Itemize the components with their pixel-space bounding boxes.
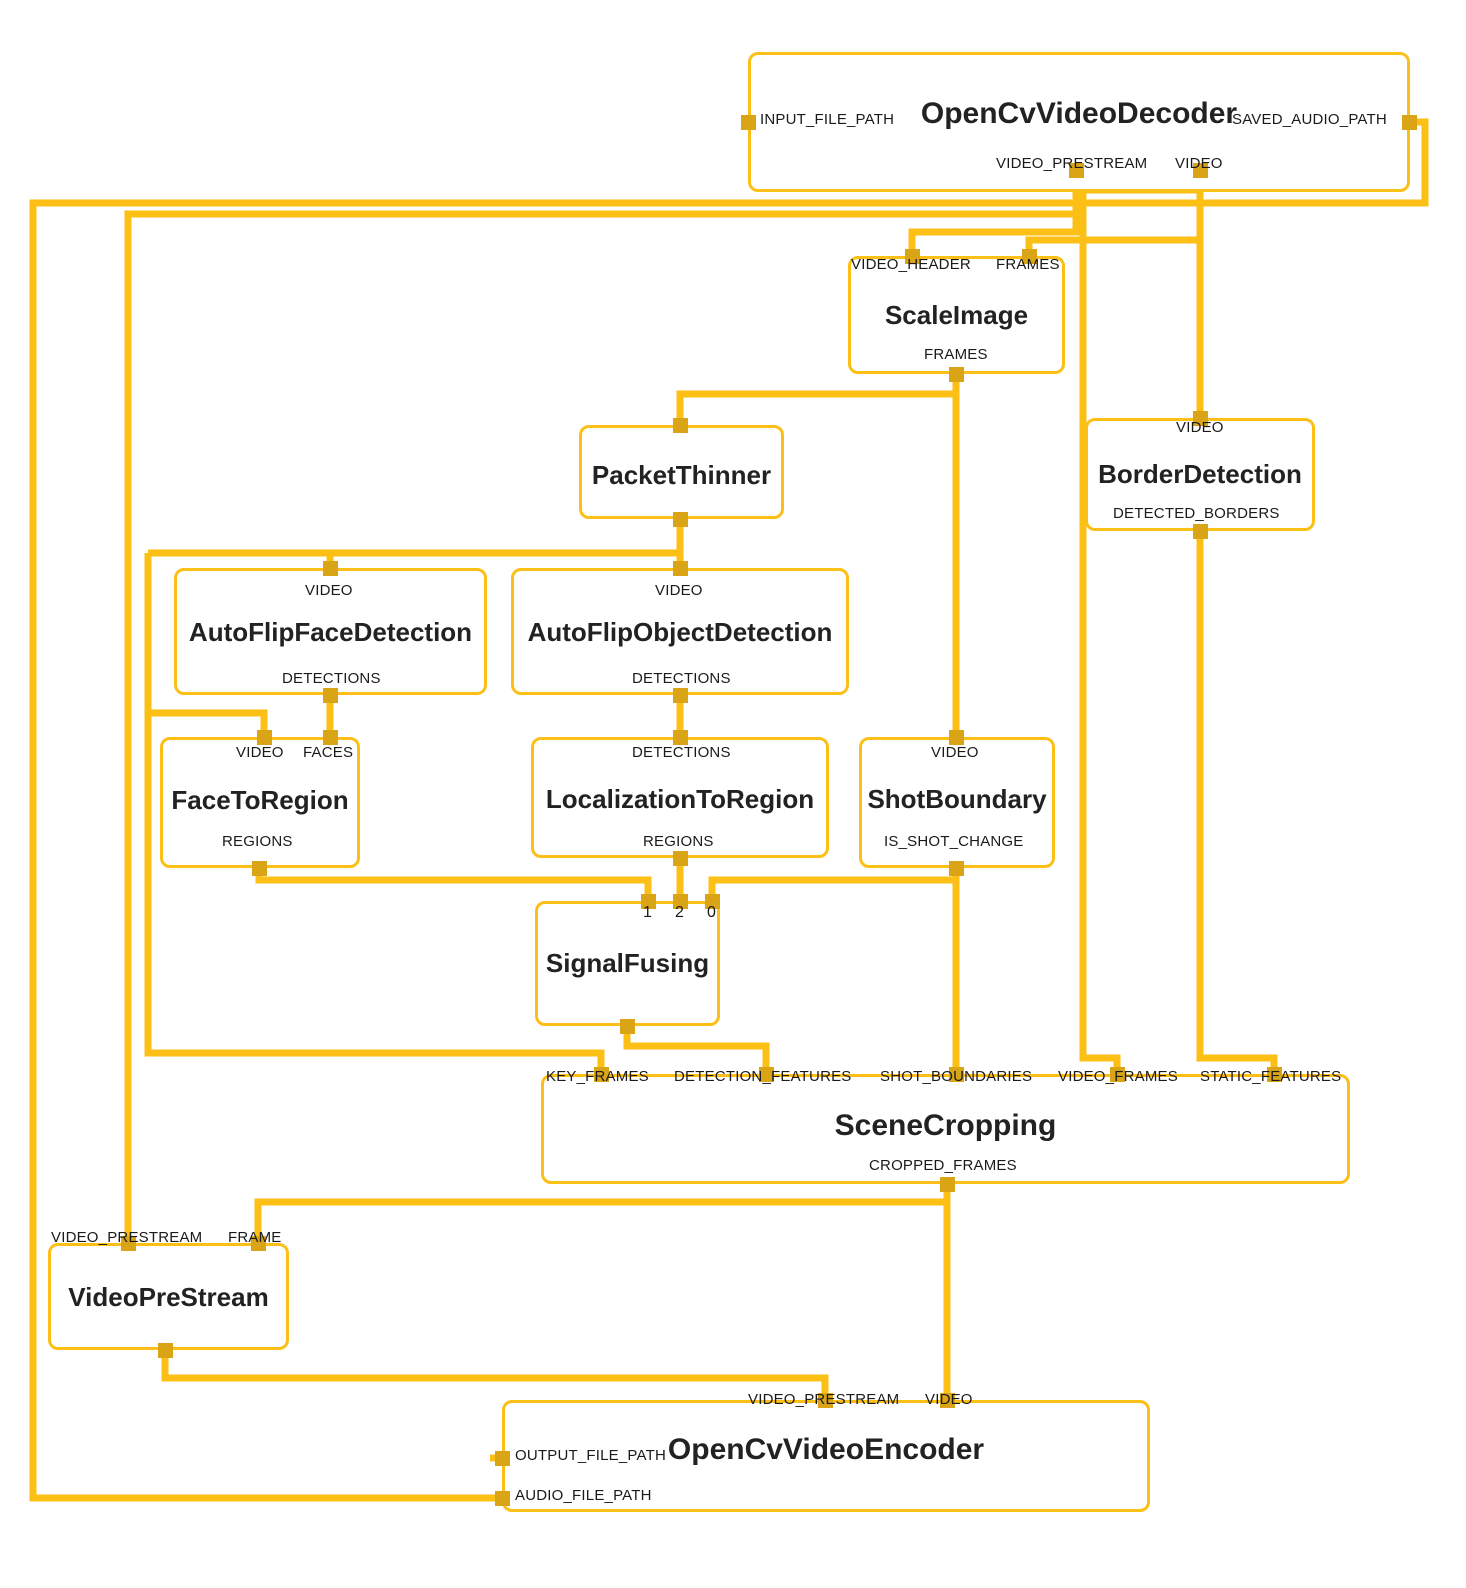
- port-scale-image-video-header[interactable]: [905, 249, 920, 264]
- node-autoflip-object-detection[interactable]: AutoFlipObjectDetection: [511, 568, 849, 695]
- node-autoflip-face-detection[interactable]: AutoFlipFaceDetection: [174, 568, 487, 695]
- node-title: AutoFlipFaceDetection: [188, 617, 473, 647]
- port-label-face-detection-video: VIDEO: [305, 582, 353, 599]
- node-title: SceneCropping: [834, 1109, 1057, 1142]
- port-scale-image-frames-out[interactable]: [949, 367, 964, 382]
- port-decoder-video[interactable]: [1193, 163, 1208, 178]
- port-label-input-file-path: INPUT_FILE_PATH: [760, 111, 895, 128]
- port-label-is-shot-change: IS_SHOT_CHANGE: [884, 833, 1024, 850]
- port-signal-fusing-1[interactable]: [641, 894, 656, 909]
- node-title: ScaleImage: [884, 300, 1029, 330]
- port-face-detection-detections[interactable]: [323, 688, 338, 703]
- node-scale-image[interactable]: ScaleImage: [848, 256, 1065, 374]
- port-input-file-path[interactable]: [741, 115, 756, 130]
- node-shot-boundary[interactable]: ShotBoundary: [859, 737, 1055, 868]
- port-shot-boundary-video[interactable]: [949, 730, 964, 745]
- node-title: SignalFusing: [545, 948, 710, 978]
- port-label-audio-file-path: AUDIO_FILE_PATH: [515, 1487, 652, 1504]
- port-label-decoder-video: VIDEO: [1175, 155, 1223, 172]
- port-label-saved-audio-path: SAVED_AUDIO_PATH: [1232, 111, 1387, 128]
- port-label-encoder-video: VIDEO: [925, 1391, 973, 1408]
- port-label-localization-detections: DETECTIONS: [632, 744, 731, 761]
- port-label-object-detection-detections: DETECTIONS: [632, 670, 731, 687]
- port-packet-thinner-out[interactable]: [673, 512, 688, 527]
- port-label-face-to-region-video: VIDEO: [236, 744, 284, 761]
- port-decoder-video-prestream[interactable]: [1069, 163, 1084, 178]
- port-label-localization-regions: REGIONS: [643, 833, 714, 850]
- port-label-object-detection-video: VIDEO: [655, 582, 703, 599]
- port-encoder-video-prestream[interactable]: [818, 1393, 833, 1408]
- node-title: LocalizationToRegion: [545, 784, 815, 814]
- node-packet-thinner[interactable]: PacketThinner: [579, 425, 784, 519]
- node-scene-cropping[interactable]: SceneCropping: [541, 1074, 1350, 1184]
- node-title: VideoPreStream: [68, 1282, 269, 1312]
- port-face-detection-video[interactable]: [323, 561, 338, 576]
- node-signal-fusing[interactable]: SignalFusing: [535, 901, 720, 1026]
- port-label-face-to-region-regions: REGIONS: [222, 833, 293, 850]
- port-scene-detection-features[interactable]: [759, 1067, 774, 1082]
- port-label-shot-boundary-video: VIDEO: [931, 744, 979, 761]
- node-title: BorderDetection: [1098, 459, 1302, 489]
- port-label-scale-image-frames-out: FRAMES: [924, 346, 988, 363]
- port-shot-boundary-is-shot-change[interactable]: [949, 861, 964, 876]
- node-face-to-region[interactable]: FaceToRegion: [160, 737, 360, 868]
- port-border-detection-detected-borders[interactable]: [1193, 524, 1208, 539]
- node-title: PacketThinner: [591, 460, 772, 490]
- port-face-to-region-regions[interactable]: [252, 861, 267, 876]
- port-label-detection-features: DETECTION_FEATURES: [674, 1068, 852, 1085]
- port-label-key-frames: KEY_FRAMES: [546, 1068, 649, 1085]
- port-signal-fusing-2[interactable]: [673, 894, 688, 909]
- port-video-prestream-in[interactable]: [121, 1236, 136, 1251]
- port-label-static-features: STATIC_FEATURES: [1200, 1068, 1342, 1085]
- port-label-video-prestream-in: VIDEO_PRESTREAM: [51, 1229, 203, 1246]
- port-face-to-region-video[interactable]: [257, 730, 272, 745]
- port-packet-thinner-in[interactable]: [673, 418, 688, 433]
- port-encoder-output-file-path[interactable]: [495, 1451, 510, 1466]
- port-signal-fusing-out[interactable]: [620, 1019, 635, 1034]
- node-title: AutoFlipObjectDetection: [527, 617, 833, 647]
- port-encoder-video[interactable]: [940, 1393, 955, 1408]
- node-title: ShotBoundary: [867, 784, 1047, 814]
- port-label-signal-fusing-0: 0: [707, 904, 717, 921]
- port-label-face-detection-detections: DETECTIONS: [282, 670, 381, 687]
- port-localization-detections[interactable]: [673, 730, 688, 745]
- port-face-to-region-faces[interactable]: [323, 730, 338, 745]
- port-saved-audio-path[interactable]: [1402, 115, 1417, 130]
- port-label-shot-boundaries: SHOT_BOUNDARIES: [880, 1068, 1033, 1085]
- port-label-face-to-region-faces: FACES: [303, 744, 354, 761]
- port-label-video-prestream-frame: FRAME: [228, 1229, 282, 1246]
- port-label-cropped-frames: CROPPED_FRAMES: [869, 1157, 1017, 1174]
- port-encoder-audio-file-path[interactable]: [495, 1491, 510, 1506]
- port-scene-cropped-frames[interactable]: [940, 1177, 955, 1192]
- port-video-prestream-out[interactable]: [158, 1343, 173, 1358]
- port-label-output-file-path: OUTPUT_FILE_PATH: [515, 1447, 667, 1464]
- port-label-decoder-video-prestream: VIDEO_PRESTREAM: [996, 155, 1148, 172]
- node-title: OpenCvVideoDecoder: [920, 97, 1238, 130]
- node-localization-to-region[interactable]: LocalizationToRegion: [531, 737, 829, 858]
- port-video-prestream-frame[interactable]: [251, 1236, 266, 1251]
- port-label-detected-borders: DETECTED_BORDERS: [1113, 505, 1280, 522]
- port-scene-shot-boundaries[interactable]: [949, 1067, 964, 1082]
- node-title: FaceToRegion: [171, 785, 349, 815]
- port-scale-image-frames-in[interactable]: [1022, 249, 1037, 264]
- port-localization-regions[interactable]: [673, 851, 688, 866]
- port-label-scale-image-video-header: VIDEO_HEADER: [851, 256, 971, 273]
- port-border-detection-video[interactable]: [1193, 411, 1208, 426]
- port-scene-static-features[interactable]: [1267, 1067, 1282, 1082]
- port-label-signal-fusing-1: 1: [643, 904, 653, 921]
- node-video-prestream[interactable]: VideoPreStream: [48, 1243, 289, 1350]
- port-scene-key-frames[interactable]: [594, 1067, 609, 1082]
- node-title: OpenCvVideoEncoder: [667, 1433, 985, 1466]
- port-scene-video-frames[interactable]: [1110, 1067, 1125, 1082]
- port-label-encoder-video-prestream: VIDEO_PRESTREAM: [748, 1391, 900, 1408]
- port-signal-fusing-0[interactable]: [705, 894, 720, 909]
- port-object-detection-video[interactable]: [673, 561, 688, 576]
- port-label-border-detection-video: VIDEO: [1176, 419, 1224, 436]
- port-label-scale-image-frames-in: FRAMES: [996, 256, 1060, 273]
- port-label-video-frames: VIDEO_FRAMES: [1058, 1068, 1178, 1085]
- port-object-detection-detections[interactable]: [673, 688, 688, 703]
- port-label-signal-fusing-2: 2: [675, 904, 685, 921]
